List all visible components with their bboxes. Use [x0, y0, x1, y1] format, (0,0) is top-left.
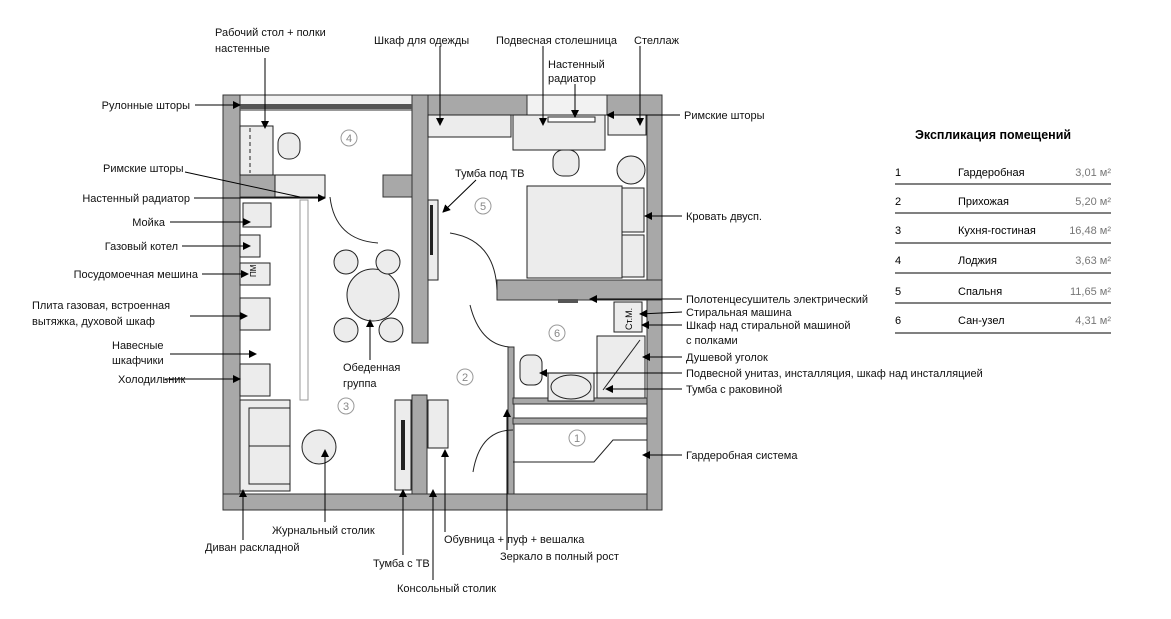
washer-mark: Ст.М.: [624, 308, 634, 330]
label-tv-stand-bedroom: Тумба под ТВ: [455, 168, 525, 180]
row-number: 3: [895, 225, 901, 237]
label-stove-2: вытяжка, духовой шкаф: [32, 316, 155, 328]
room-number-4: 4: [346, 133, 352, 145]
label-shoe-rack: Обувница + пуф + вешалка: [444, 534, 585, 546]
furniture: ПМ Ст.М.: [239, 114, 647, 492]
table-row: 3 Кухня-гостиная 16,48 м²: [895, 225, 1111, 244]
plan-labels: Рабочий стол + полки настенные Шкаф для …: [32, 27, 983, 595]
label-washer: Стиральная машина: [686, 307, 792, 319]
label-mirror: Зеркало в полный рост: [500, 551, 619, 563]
label-fridge: Холодильник: [118, 374, 185, 386]
label-console: Консольный столик: [397, 583, 496, 595]
label-stove-1: Плита газовая, встроенная: [32, 300, 170, 312]
label-wall-radiator-right-1: Настенный: [548, 59, 605, 71]
row-number: 5: [895, 286, 901, 298]
explication-table: Экспликация помещений 1 Гардеробная 3,01 м…: [895, 128, 1111, 334]
label-washer-cabinet-1: Шкаф над стиральной машиной: [686, 320, 850, 332]
explication-title: Экспликация помещений: [915, 128, 1071, 142]
row-area: 5,20 м²: [1075, 196, 1111, 208]
label-closet-system: Гардеробная система: [686, 450, 798, 462]
label-dining-1: Обеденная: [343, 362, 400, 374]
label-wall-cabinets-1: Навесные: [112, 340, 164, 352]
label-toilet: Подвесной унитаз, инсталляция, шкаф над …: [686, 368, 983, 380]
walls: [222, 94, 663, 511]
row-area: 11,65 м²: [1070, 286, 1111, 298]
label-wardrobe: Шкаф для одежды: [374, 35, 469, 47]
row-number: 4: [895, 255, 901, 267]
room-number-6: 6: [554, 328, 560, 340]
label-wall-cabinets-2: шкафчики: [112, 355, 164, 367]
row-name: Гардеробная: [958, 167, 1025, 179]
label-hanging-counter: Подвесная столешница: [496, 35, 618, 47]
row-area: 4,31 м²: [1075, 315, 1111, 327]
row-area: 3,01 м²: [1075, 167, 1111, 179]
table-row: 4 Лоджия 3,63 м²: [895, 255, 1111, 274]
label-desk-1: Рабочий стол + полки: [215, 27, 326, 39]
label-roman-blinds-right: Римские шторы: [684, 110, 765, 122]
row-name: Прихожая: [958, 196, 1009, 208]
room-number-5: 5: [480, 201, 486, 213]
row-number: 2: [895, 196, 901, 208]
dishwasher-mark: ПМ: [249, 264, 258, 277]
leader-lines: [165, 46, 683, 580]
label-vanity: Тумба с раковиной: [686, 384, 782, 396]
label-double-bed: Кровать двусп.: [686, 211, 762, 223]
label-washer-cabinet-2: с полками: [686, 335, 738, 347]
table-row: 1 Гардеробная 3,01 м²: [895, 167, 1111, 185]
label-desk-2: настенные: [215, 43, 270, 55]
label-roman-blinds-left: Римские шторы: [103, 163, 184, 175]
label-dining-2: группа: [343, 378, 377, 390]
room-number-1: 1: [574, 433, 580, 445]
row-number: 1: [895, 167, 901, 179]
label-towel-dryer: Полотенцесушитель электрический: [686, 294, 868, 306]
row-name: Кухня-гостиная: [958, 225, 1036, 237]
label-roller-blinds: Рулонные шторы: [102, 100, 190, 112]
row-name: Сан-узел: [958, 315, 1005, 327]
room-numbers: 4 5 6 2 3 1: [337, 129, 586, 447]
label-gas-boiler: Газовый котел: [105, 241, 178, 253]
room-number-3: 3: [343, 401, 349, 413]
label-sink: Мойка: [132, 217, 166, 229]
table-row: 6 Сан-узел 4,31 м²: [895, 315, 1111, 334]
label-wall-radiator-left: Настенный радиатор: [82, 193, 190, 205]
table-row: 5 Спальня 11,65 м²: [895, 286, 1111, 304]
row-number: 6: [895, 315, 901, 327]
table-row: 2 Прихожая 5,20 м²: [895, 196, 1111, 214]
label-dishwasher: Посудомоечная мешина: [74, 269, 199, 281]
label-shower: Душевой уголок: [686, 352, 768, 364]
row-name: Лоджия: [958, 255, 997, 267]
label-sofa: Диван раскладной: [205, 542, 300, 554]
row-area: 3,63 м²: [1075, 255, 1111, 267]
label-wall-radiator-right-2: радиатор: [548, 73, 596, 85]
label-tv-stand: Тумба с ТВ: [373, 558, 430, 570]
label-rack: Стеллаж: [634, 35, 680, 47]
room-number-2: 2: [462, 372, 468, 384]
row-area: 16,48 м²: [1069, 225, 1111, 237]
label-coffee-table: Журнальный столик: [272, 525, 375, 537]
row-name: Спальня: [958, 286, 1002, 298]
